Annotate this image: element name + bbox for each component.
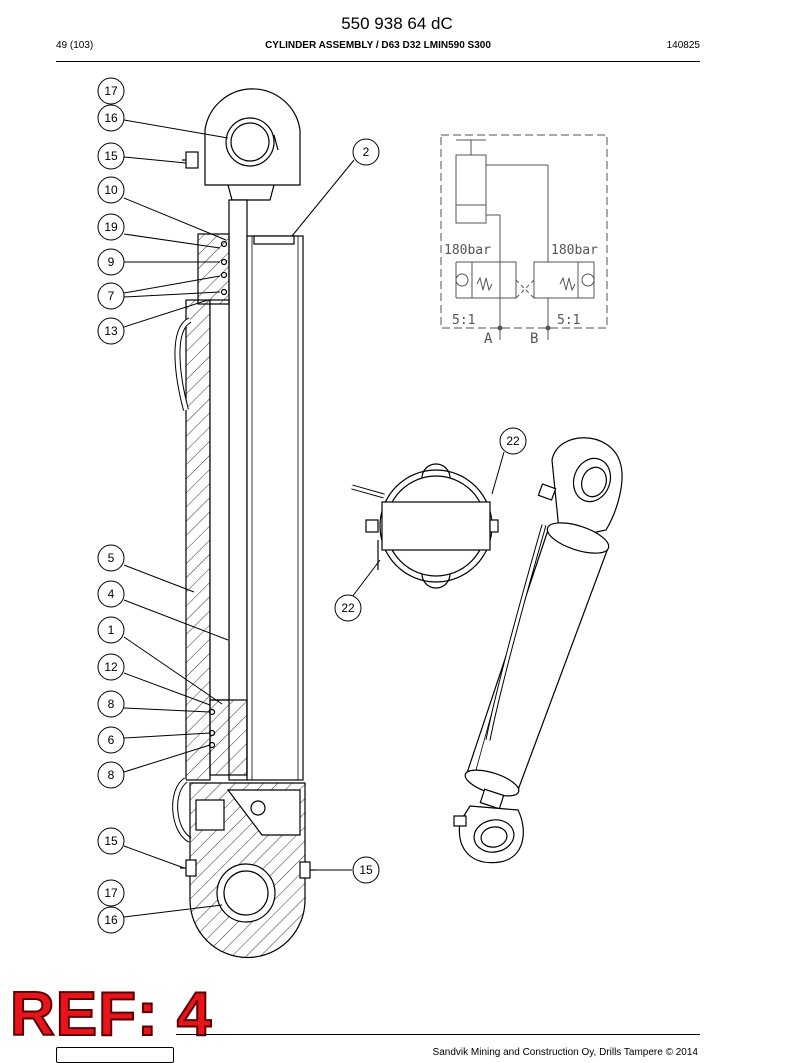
page-title: CYLINDER ASSEMBLY / D63 D32 LMIN590 S300 <box>265 40 491 51</box>
svg-text:17: 17 <box>104 84 118 98</box>
counterbalance-valve-right <box>533 261 579 299</box>
callout-17-top: 17 <box>97 77 125 105</box>
callout-4: 4 <box>97 580 125 608</box>
pressure-label-left: 180bar <box>444 243 491 258</box>
svg-text:6: 6 <box>108 733 115 747</box>
svg-text:1: 1 <box>108 623 115 637</box>
piston-rod <box>228 199 248 781</box>
callout-22-top: 22 <box>499 427 527 455</box>
callout-15-bottom-left: 15 <box>97 827 125 855</box>
svg-text:22: 22 <box>506 434 520 448</box>
check-valve-left <box>455 273 469 287</box>
page-number: 49 (103) <box>56 40 94 51</box>
svg-text:5: 5 <box>108 551 115 565</box>
cylinder-end-view <box>351 463 499 589</box>
end-view-block <box>381 501 491 551</box>
callout-13: 13 <box>97 317 125 345</box>
svg-text:15: 15 <box>359 863 373 877</box>
callout-5: 5 <box>97 544 125 572</box>
callout-16-bottom: 16 <box>97 906 125 934</box>
svg-text:10: 10 <box>104 183 118 197</box>
top-bearing-outer <box>225 117 275 167</box>
callout-2: 2 <box>352 138 380 166</box>
svg-text:8: 8 <box>108 768 115 782</box>
svg-text:13: 13 <box>104 324 118 338</box>
callout-1: 1 <box>97 616 125 644</box>
svg-text:2: 2 <box>363 145 370 159</box>
svg-text:9: 9 <box>108 255 115 269</box>
svg-text:19: 19 <box>104 220 118 234</box>
callout-8-lower: 8 <box>97 761 125 789</box>
svg-text:7: 7 <box>108 289 115 303</box>
callout-16-top: 16 <box>97 104 125 132</box>
svg-text:8: 8 <box>108 697 115 711</box>
iso-cylinder-body <box>465 529 609 791</box>
svg-text:4: 4 <box>108 587 115 601</box>
callout-22-bottom: 22 <box>334 594 362 622</box>
svg-text:15: 15 <box>104 149 118 163</box>
pressure-label-right: 180bar <box>551 243 598 258</box>
page-header: 49 (103) CYLINDER ASSEMBLY / D63 D32 LMI… <box>56 40 700 56</box>
callout-17-bottom: 17 <box>97 879 125 907</box>
svg-text:12: 12 <box>104 660 118 674</box>
check-valve-right <box>581 273 595 287</box>
tube-wall-hatched <box>185 299 211 781</box>
callout-9: 9 <box>97 248 125 276</box>
footer-rule <box>176 1034 700 1035</box>
ref-stamp: REF: 4 <box>9 980 213 1049</box>
callout-8-upper: 8 <box>97 690 125 718</box>
callout-15-bottom-right: 15 <box>352 856 380 884</box>
document-code: 140825 <box>666 40 700 51</box>
svg-text:15: 15 <box>104 834 118 848</box>
cylinder-isometric-view <box>453 437 623 864</box>
port-b-label: B <box>530 331 538 347</box>
cylinder-tube <box>246 235 304 781</box>
cylinder-section-view <box>172 88 316 959</box>
ratio-label-right: 5:1 <box>557 313 580 328</box>
company-logo <box>56 1047 174 1063</box>
cylinder-symbol <box>455 154 487 224</box>
callout-10: 10 <box>97 176 125 204</box>
header-rule <box>56 61 700 62</box>
callout-19: 19 <box>97 213 125 241</box>
callout-6: 6 <box>97 726 125 754</box>
port-a-label: A <box>484 331 493 347</box>
svg-text:22: 22 <box>341 601 355 615</box>
ratio-label-left: 5:1 <box>452 313 475 328</box>
hydraulic-schematic: 180bar 180bar 5:1 5:1 A B <box>440 134 608 347</box>
gland-head <box>197 233 230 305</box>
svg-text:16: 16 <box>104 913 118 927</box>
piston <box>209 699 248 776</box>
callout-12: 12 <box>97 653 125 681</box>
svg-text:17: 17 <box>104 886 118 900</box>
top-rod-eye <box>204 88 301 186</box>
callout-15-top: 15 <box>97 142 125 170</box>
svg-text:16: 16 <box>104 111 118 125</box>
document-number: 550 938 64 dC <box>341 14 453 33</box>
callout-7: 7 <box>97 282 125 310</box>
